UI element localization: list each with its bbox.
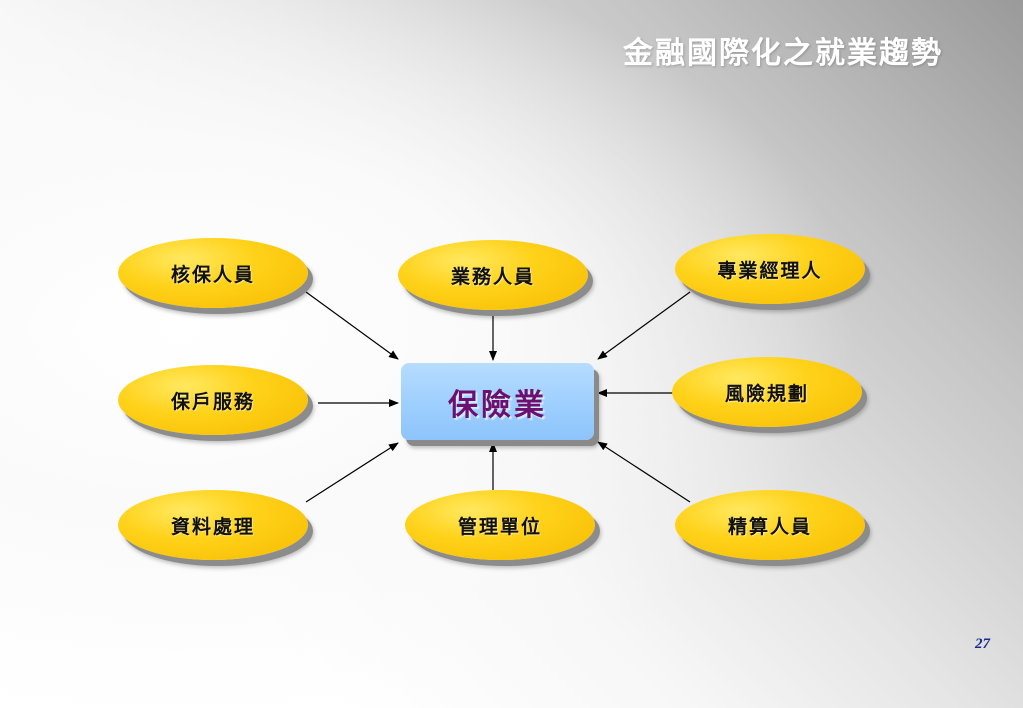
slide-title: 金融國際化之就業趨勢 [623, 36, 943, 71]
node-label: 專業經理人 [717, 259, 823, 282]
node-label: 資料處理 [170, 515, 255, 538]
node-underwriting-staff: 核保人員 [118, 238, 308, 308]
node-policyholder-service: 保戶服務 [118, 365, 308, 435]
node-risk-planning: 風險規劃 [672, 357, 862, 427]
arrow-actuary-to-center [597, 441, 691, 503]
node-label: 風險規劃 [724, 382, 809, 405]
node-management-unit: 管理單位 [405, 490, 595, 560]
node-label: 管理單位 [457, 515, 542, 538]
node-label: 業務人員 [450, 265, 535, 288]
page-number: 27 [975, 636, 990, 652]
node-professional-manager: 專業經理人 [675, 234, 865, 304]
arrow-underwriting-to-center [305, 291, 399, 360]
center-node-insurance: 保險業 [401, 363, 594, 440]
node-data-processing: 資料處理 [118, 490, 308, 560]
arrow-data-to-center [305, 442, 399, 503]
arrow-manager-to-center [597, 291, 691, 360]
node-label: 精算人員 [727, 515, 812, 538]
center-node-label: 保險業 [448, 387, 547, 423]
node-sales-staff: 業務人員 [398, 240, 588, 310]
node-actuary: 精算人員 [675, 490, 865, 560]
node-label: 核保人員 [170, 263, 255, 286]
node-label: 保戶服務 [170, 390, 255, 413]
